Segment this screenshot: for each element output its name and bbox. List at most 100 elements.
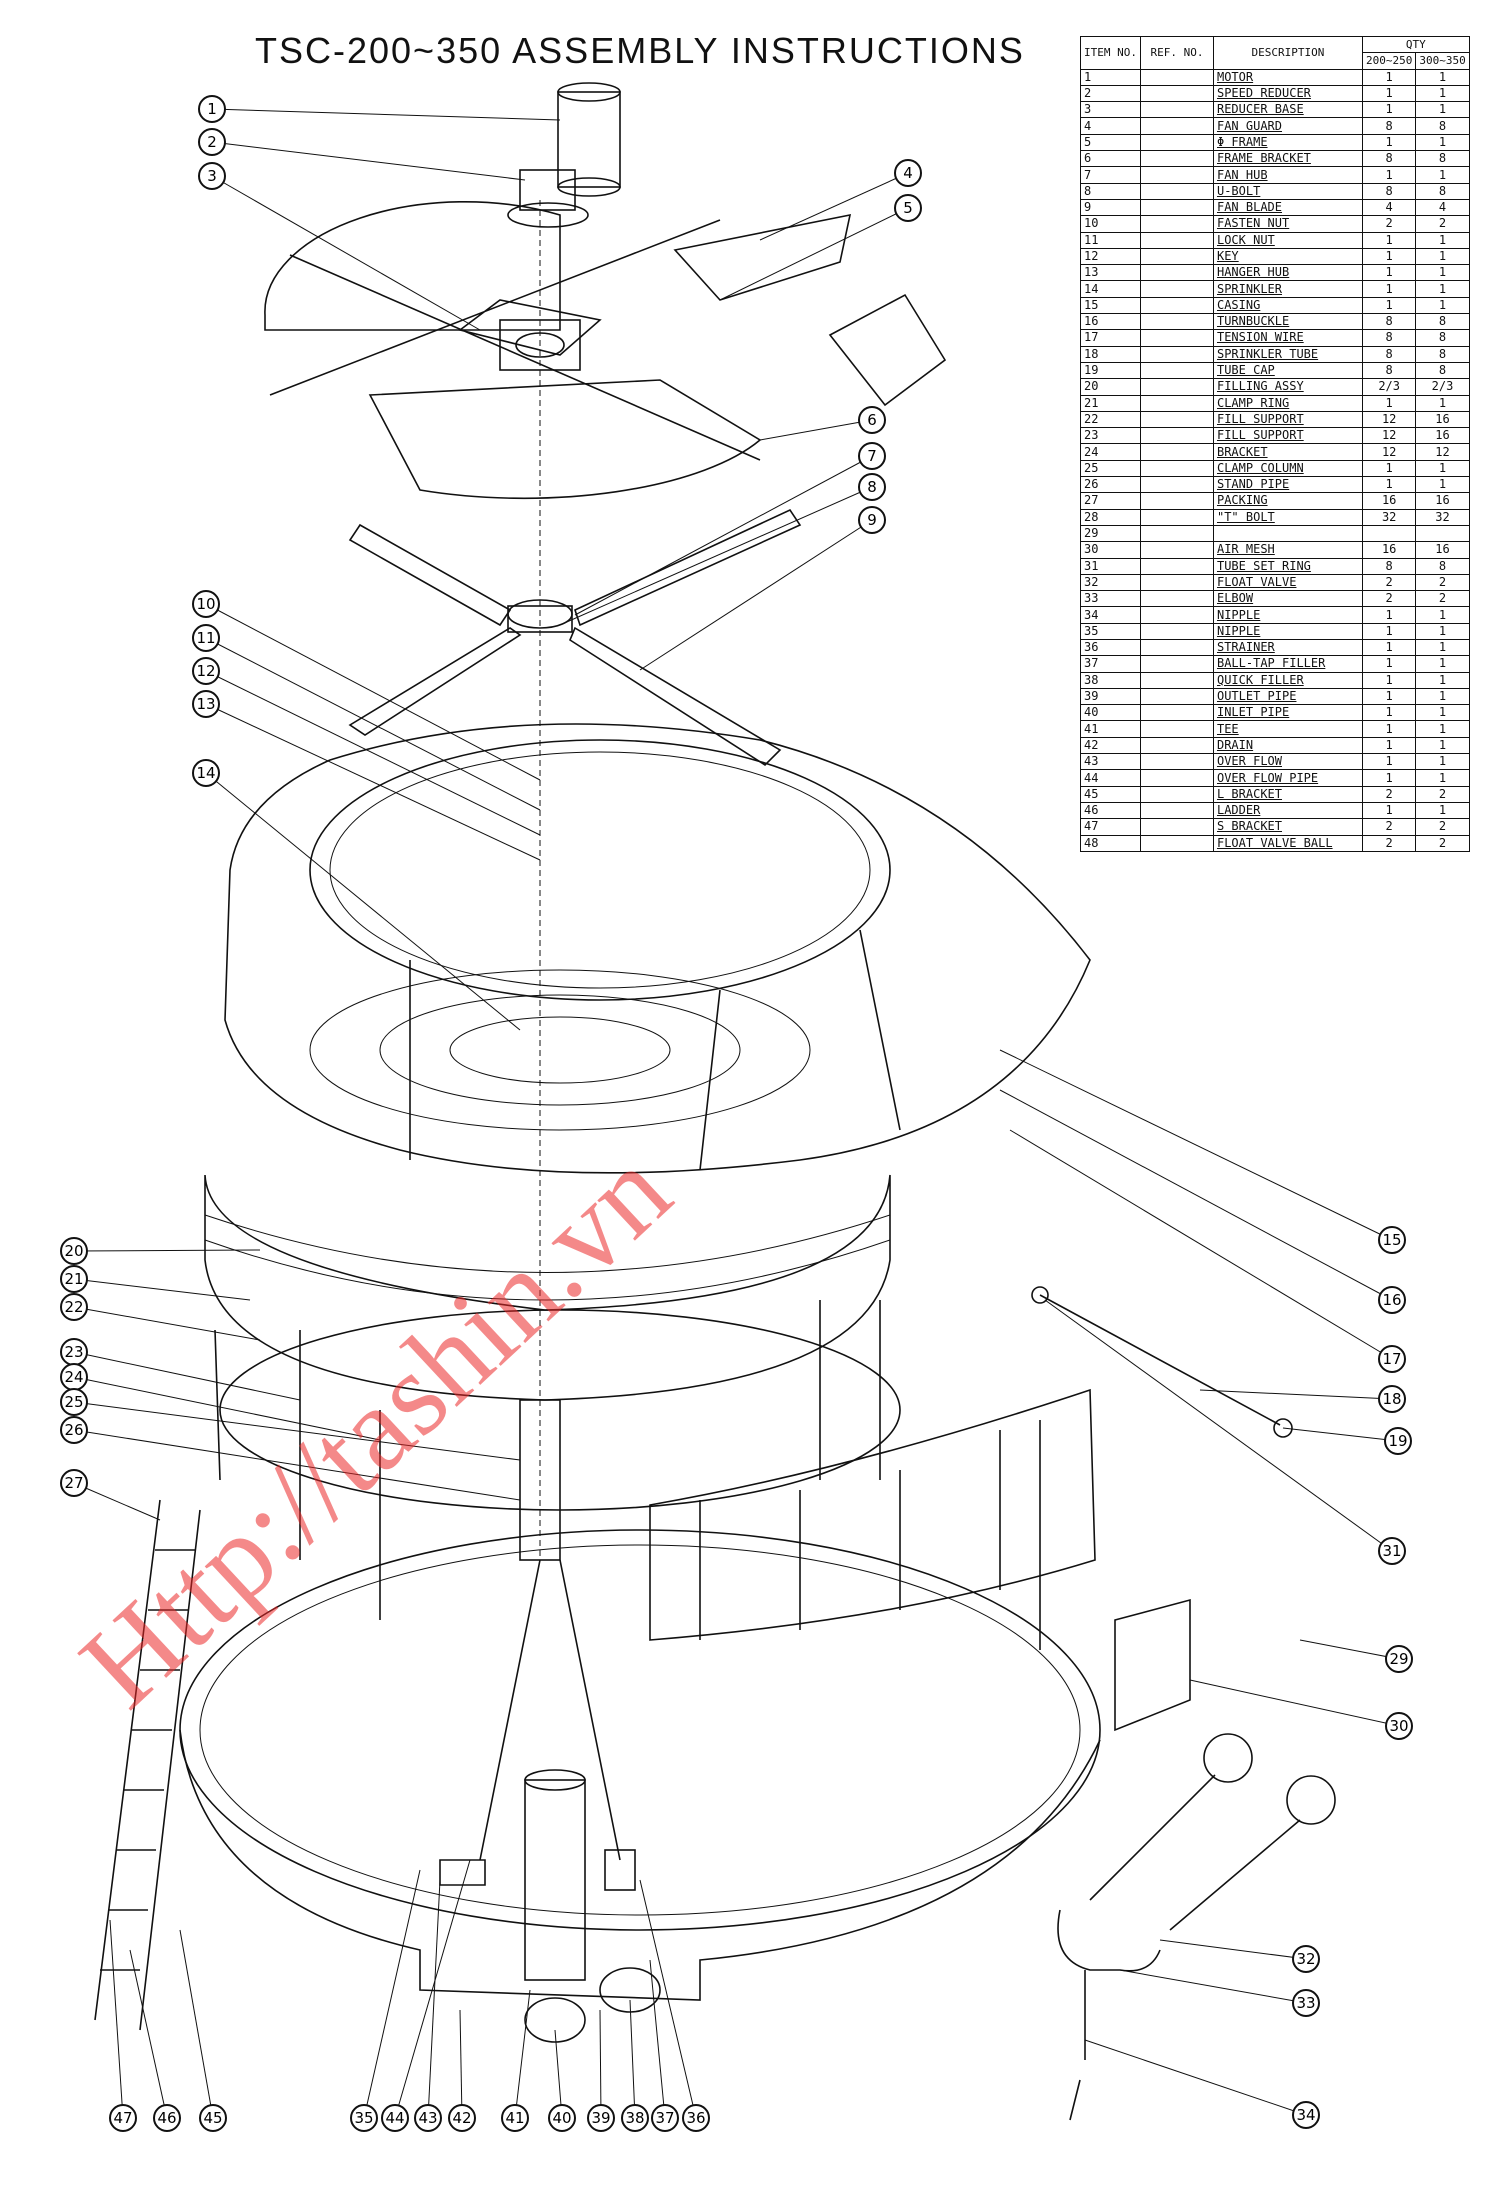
callout-45: 45 — [199, 2104, 227, 2132]
cell-qty-200-250: 8 — [1361, 329, 1417, 347]
cell-qty-200-250: 1 — [1361, 655, 1417, 673]
leader-line-25 — [73, 1401, 521, 1461]
cell-ref-no — [1139, 785, 1214, 803]
cell-ref-no — [1139, 476, 1214, 494]
cell-qty-300-350: 1 — [1415, 231, 1470, 249]
leader-line-19 — [1282, 1427, 1399, 1442]
callout-circle — [60, 1469, 88, 1497]
cell-description: L BRACKET — [1212, 785, 1363, 803]
leader-line-3 — [211, 175, 481, 331]
cell-qty-200-250: 1 — [1361, 459, 1417, 478]
table-row: 29 — [1080, 524, 1470, 543]
callout-number: 19 — [1388, 1432, 1407, 1450]
cell-ref-no — [1139, 720, 1214, 738]
cell-item-no: 43 — [1080, 753, 1141, 771]
air-mesh — [649, 1388, 1191, 1732]
cell-qty-300-350: 2 — [1415, 573, 1470, 592]
callout-44: 44 — [381, 2104, 409, 2132]
callout-9: 9 — [858, 506, 886, 534]
cell-description: FLOAT VALVE BALL — [1212, 834, 1363, 852]
cell-qty-200-250: 1 — [1361, 704, 1417, 722]
fan-guard — [264, 201, 947, 500]
callout-circle — [60, 1416, 88, 1444]
cell-ref-no — [1139, 671, 1214, 689]
cell-qty-200-250 — [1361, 524, 1417, 543]
callout-circle — [109, 2104, 137, 2132]
cell-qty-300-350: 1 — [1415, 296, 1470, 315]
cell-qty-200-250: 2 — [1361, 818, 1417, 836]
cell-ref-no — [1139, 492, 1214, 510]
leader-line-30 — [1189, 1679, 1400, 1727]
cell-qty-200-250: 8 — [1361, 361, 1417, 380]
leader-line-17 — [1009, 1129, 1393, 1360]
callout-20: 20 — [60, 1237, 88, 1265]
cell-item-no: 25 — [1080, 459, 1141, 478]
cell-description: S BRACKET — [1212, 818, 1363, 836]
callout-6: 6 — [858, 406, 886, 434]
cell-ref-no — [1139, 117, 1214, 135]
cell-qty-300-350: 2 — [1415, 818, 1470, 836]
cell-qty-200-250: 8 — [1361, 557, 1417, 575]
callout-47: 47 — [109, 2104, 137, 2132]
leader-line-32 — [1159, 1939, 1307, 1960]
cell-ref-no — [1139, 215, 1214, 233]
callout-number: 30 — [1389, 1717, 1408, 1735]
cell-qty-200-250: 1 — [1361, 687, 1417, 706]
cell-description: "T" BOLT — [1212, 508, 1363, 526]
callout-number: 25 — [64, 1393, 83, 1411]
leader-line-31 — [1044, 1299, 1393, 1552]
callout-circle — [1385, 1712, 1413, 1740]
cell-qty-200-250: 1 — [1361, 476, 1417, 494]
callout-number: 27 — [64, 1474, 83, 1492]
callout-37: 37 — [651, 2104, 679, 2132]
callout-number: 16 — [1382, 1291, 1401, 1309]
leader-line-39 — [599, 2009, 602, 2119]
callout-number: 15 — [1382, 1231, 1401, 1249]
callout-36: 36 — [682, 2104, 710, 2132]
leader-line-26 — [73, 1429, 521, 1501]
callout-number: 14 — [196, 764, 215, 782]
cell-description: FILL SUPPORT — [1212, 410, 1363, 429]
cell-qty-300-350: 1 — [1415, 622, 1470, 640]
cell-item-no: 39 — [1080, 687, 1141, 706]
cell-item-no: 4 — [1080, 117, 1141, 135]
callout-34: 34 — [1292, 2101, 1320, 2129]
cell-qty-300-350: 1 — [1415, 606, 1470, 624]
cell-item-no: 28 — [1080, 508, 1141, 526]
leader-line-4 — [759, 172, 909, 241]
cell-qty-300-350: 1 — [1415, 687, 1470, 706]
cell-qty-200-250: 1 — [1361, 68, 1417, 86]
leader-line-29 — [1299, 1639, 1400, 1660]
cell-qty-300-350: 8 — [1415, 182, 1470, 200]
callout-circle — [1378, 1345, 1406, 1373]
cell-ref-no — [1139, 361, 1214, 380]
cell-qty-200-250: 2/3 — [1361, 378, 1417, 396]
callout-number: 20 — [64, 1242, 83, 1260]
cell-description: FASTEN NUT — [1212, 215, 1363, 233]
cell-item-no: 35 — [1080, 622, 1141, 640]
cell-ref-no — [1139, 101, 1214, 119]
cell-qty-300-350: 16 — [1415, 410, 1470, 429]
cell-ref-no — [1139, 329, 1214, 347]
callout-circle — [1378, 1226, 1406, 1254]
cell-qty-300-350: 1 — [1415, 720, 1470, 738]
callout-number: 35 — [354, 2109, 373, 2127]
cell-qty-300-350: 1 — [1415, 394, 1470, 412]
callout-circle — [1292, 1989, 1320, 2017]
callout-number: 18 — [1382, 1390, 1401, 1408]
cell-description: SPEED REDUCER — [1212, 84, 1363, 103]
cell-description: OVER FLOW — [1212, 753, 1363, 771]
callout-25: 25 — [60, 1388, 88, 1416]
cell-qty-300-350: 1 — [1415, 801, 1470, 820]
callout-circle — [651, 2104, 679, 2132]
cell-ref-no — [1139, 753, 1214, 771]
cell-qty-300-350: 16 — [1415, 492, 1470, 510]
motor — [507, 82, 621, 228]
cell-description: FAN GUARD — [1212, 117, 1363, 135]
cell-qty-300-350: 1 — [1415, 280, 1470, 298]
